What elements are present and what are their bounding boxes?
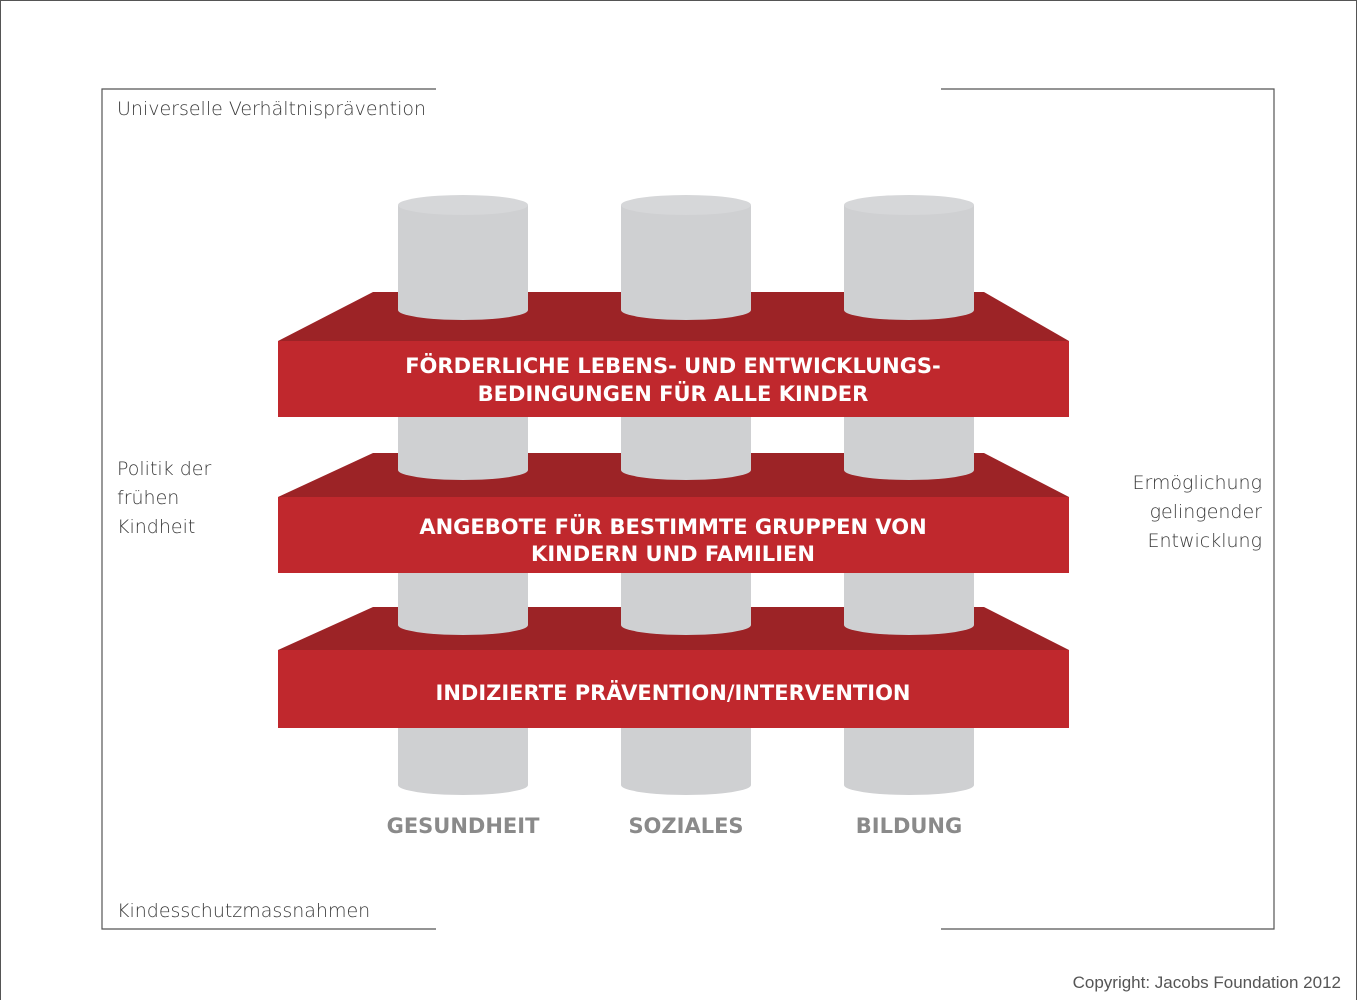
pillar-segments-3	[398, 570, 974, 635]
pillar-segment	[398, 205, 528, 320]
shelf-1-line-2: BEDINGUNGEN FÜR ALLE KINDER	[478, 381, 869, 406]
pillar-segment	[844, 415, 974, 480]
shelf-1-line-1: FÖRDERLICHE LEBENS- UND ENTWICKLUNGS-	[405, 353, 941, 378]
pillar-cap	[844, 195, 974, 215]
pillar-segment	[621, 415, 751, 480]
pillar-segment	[844, 570, 974, 635]
shelf-3-front	[278, 650, 1069, 728]
pillar-bottom-segments	[398, 722, 974, 795]
pillar-segment	[844, 722, 974, 795]
shelf-1-front	[278, 341, 1069, 417]
pillar-label-gesundheit: GESUNDHEIT	[387, 814, 540, 838]
bracket-frame	[101, 88, 1275, 930]
pillar-top-segments	[398, 195, 974, 320]
pillar-segments-2	[398, 415, 974, 480]
label-bottom-left: Kindesschutzmassnahmen	[117, 900, 371, 922]
label-left-middle: Politik der frühen Kindheit	[117, 455, 211, 542]
label-top-left: Universelle Verhältnisprävention	[117, 98, 427, 120]
pillar-segment	[621, 205, 751, 320]
pillar-label-soziales: SOZIALES	[628, 814, 743, 838]
pillar-cap	[398, 195, 528, 215]
shelf-2-line-1: ANGEBOTE FÜR BESTIMMTE GRUPPEN VON	[419, 514, 926, 539]
bracket-right	[941, 88, 1275, 930]
label-right-line: Entwicklung	[1147, 530, 1262, 552]
label-right-line: Ermöglichung	[1132, 472, 1262, 494]
label-left-line: Kindheit	[117, 516, 196, 538]
label-right-middle: Ermöglichung gelingender Entwicklung	[1132, 469, 1262, 556]
label-left-line: Politik der	[117, 458, 212, 480]
pillar-label-bildung: BILDUNG	[856, 814, 963, 838]
pillar-segment	[621, 570, 751, 635]
shelf-2-line-2: KINDERN UND FAMILIEN	[531, 542, 815, 566]
pillar-segment	[621, 722, 751, 795]
shelf-2-front	[278, 497, 1069, 573]
pillar-segment	[844, 205, 974, 320]
label-right-line: gelingender	[1149, 501, 1262, 523]
copyright-text: Copyright: Jacobs Foundation 2012	[1072, 973, 1341, 992]
pillar-cap	[621, 195, 751, 215]
pillar-segment	[398, 415, 528, 480]
shelf-3-line-1: INDIZIERTE PRÄVENTION/INTERVENTION	[436, 680, 911, 705]
label-left-line: frühen	[117, 487, 180, 509]
pillar-segment	[398, 722, 528, 795]
bracket-left	[101, 88, 436, 930]
pillar-segment	[398, 570, 528, 635]
